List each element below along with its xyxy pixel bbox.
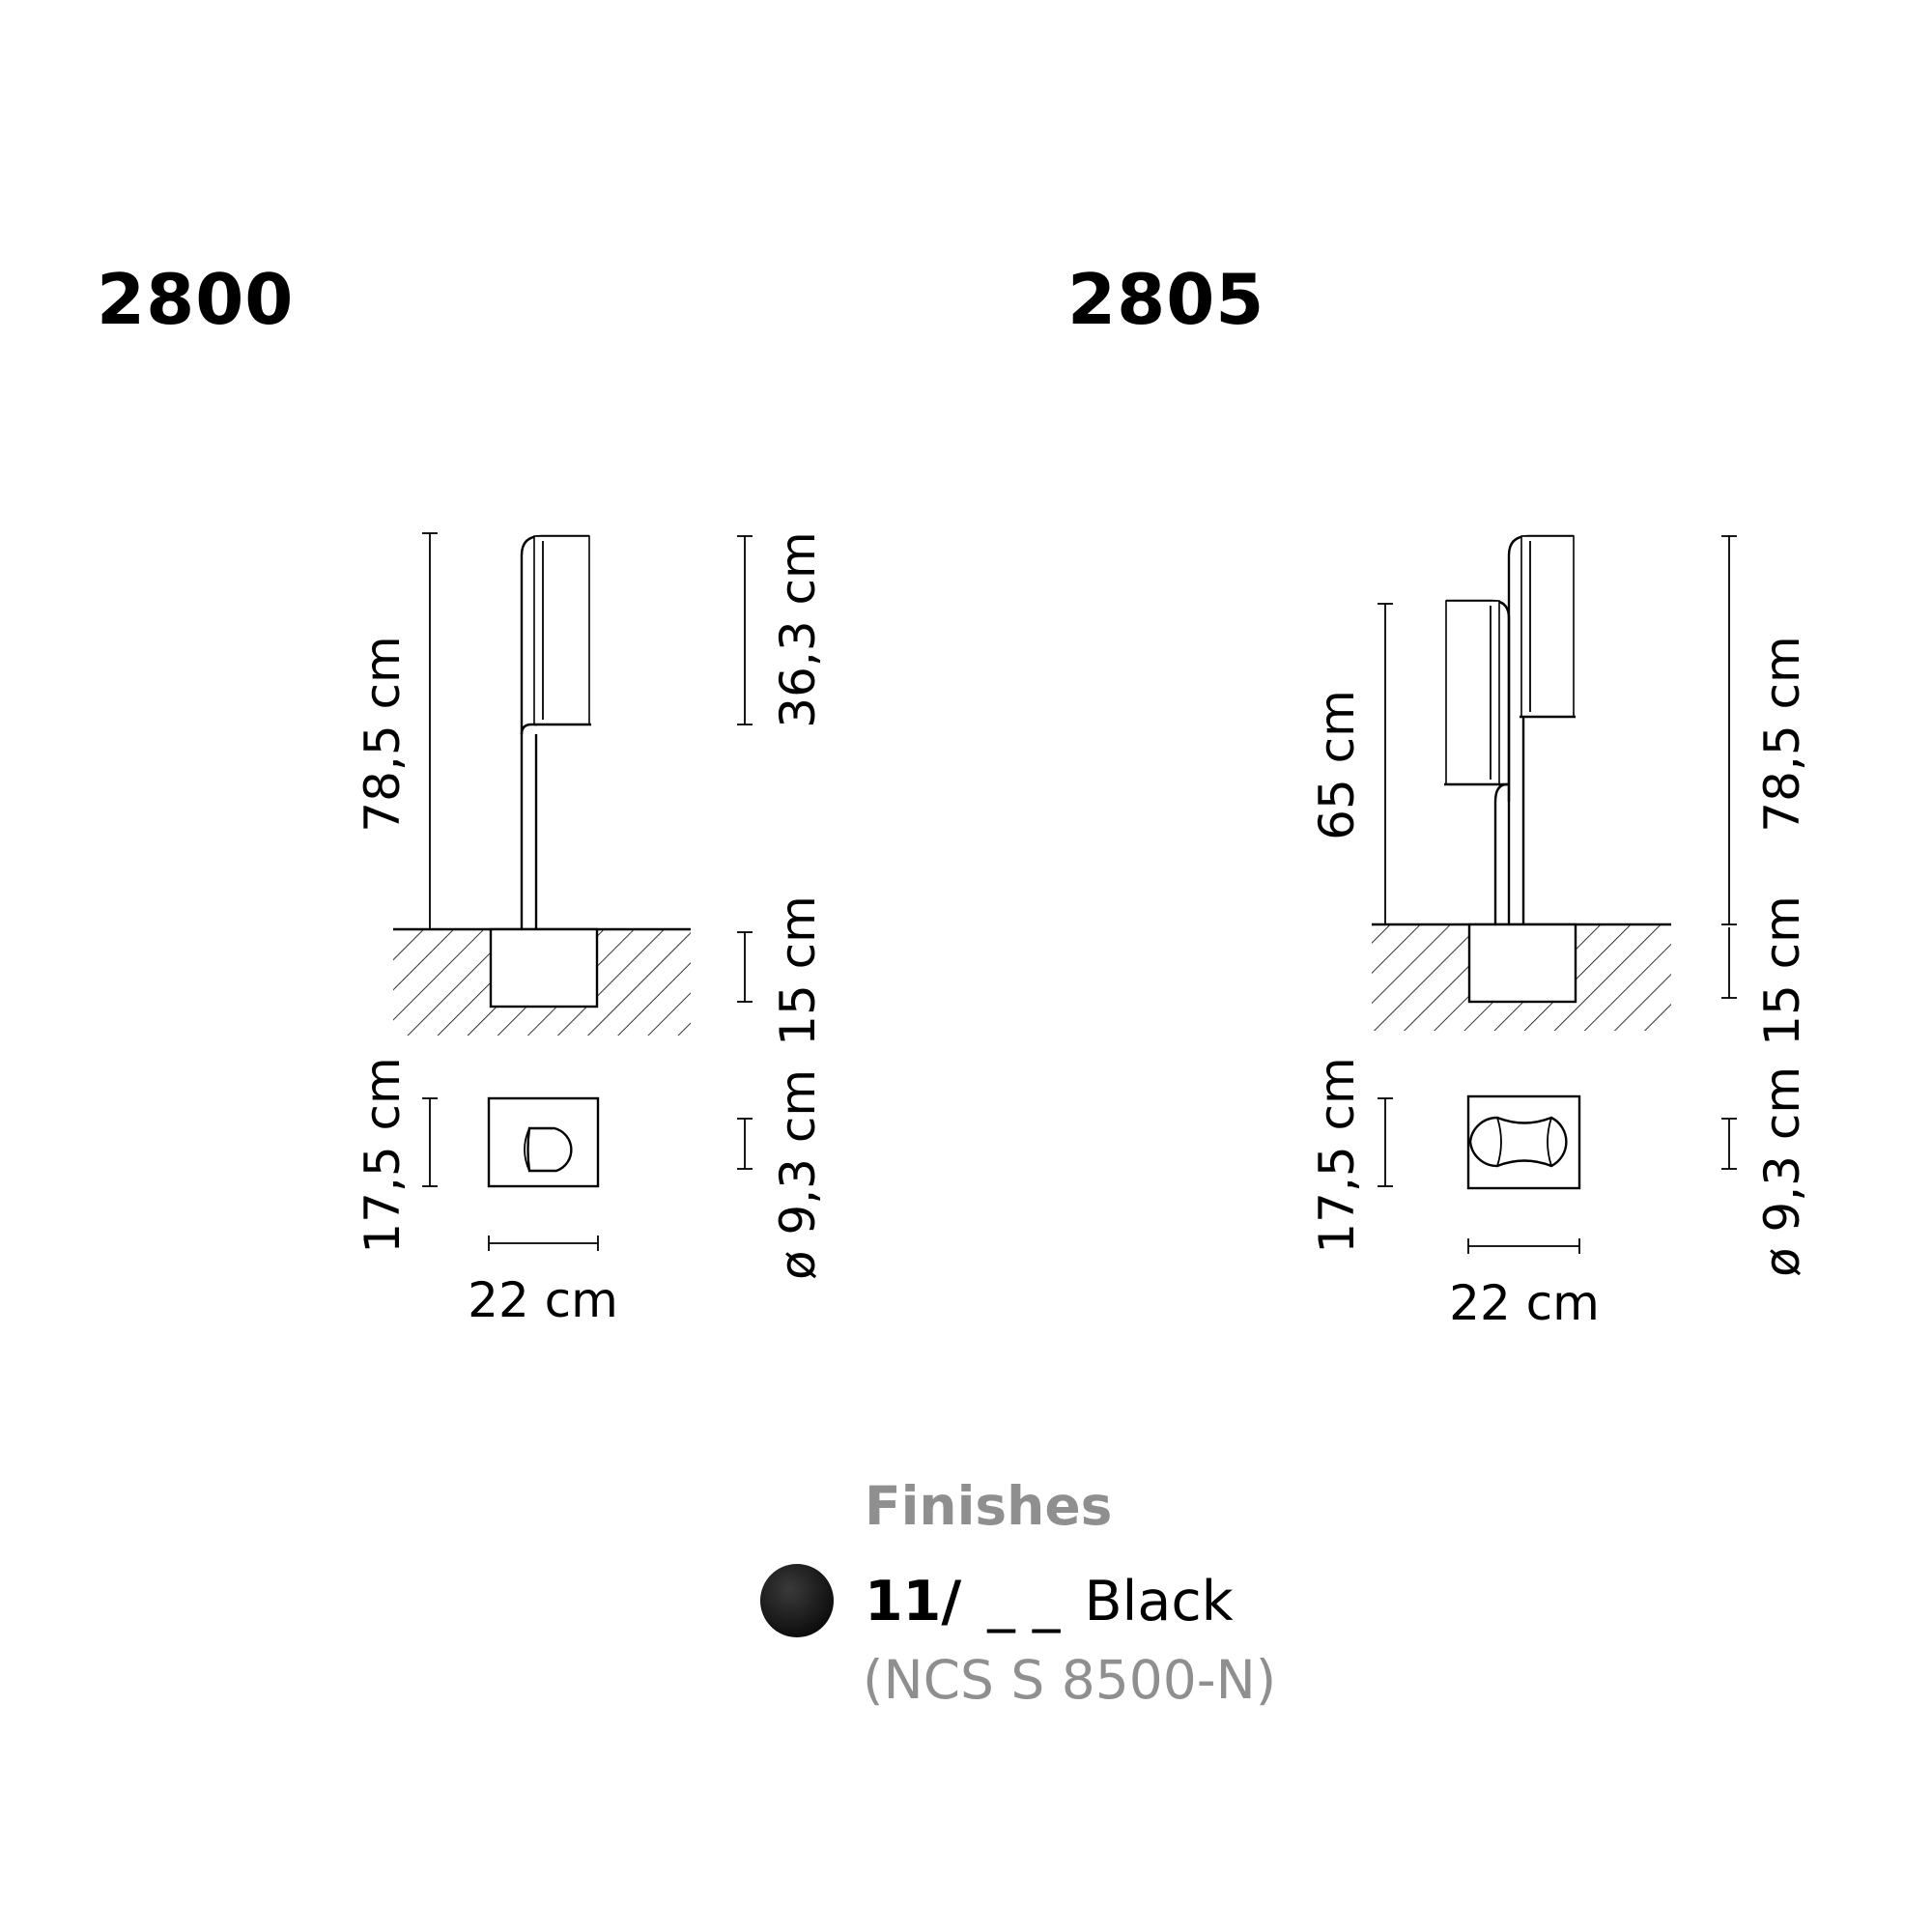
black-swatch-icon [760,1564,834,1637]
dim-line-base-depth-2800 [737,931,753,1003]
dim-base-top-width-label-2805: 22 cm [1449,1275,1600,1331]
dim-line-height-2800 [422,532,438,930]
dim-height-label-2800: 78,5 cm [355,636,411,832]
lamp-drawing-2800 [520,534,591,929]
dim-line-shade-2800 [737,535,753,725]
dim-line-base-top-width-2800 [488,1236,599,1251]
dim-line-height-short-2805 [1378,603,1393,925]
dim-line-base-top-width-2805 [1467,1238,1580,1254]
model-2805: 2805 65 cm [1067,259,1810,1331]
base-top-view-2800 [487,1096,600,1188]
finish-ncs: (NCS S 8500-N) [863,1649,1276,1711]
dim-height-label-2805: 78,5 cm [1754,636,1810,832]
dim-line-hole-diameter-2800 [737,1118,753,1170]
dim-shade-label-2800: 36,3 cm [770,531,826,727]
model-2800: 2800 78,5 cm 36, [97,259,826,1328]
dim-line-base-depth-2805 [1721,927,1737,999]
dim-base-top-height-label-2800: 17,5 cm [355,1057,411,1253]
dim-line-hole-diameter-2805 [1721,1118,1737,1170]
dim-height-short-label-2805: 65 cm [1309,690,1365,840]
dim-hole-diameter-label-2800: ø 9,3 cm [770,1069,826,1280]
base-top-view-2805 [1466,1094,1581,1190]
dim-base-top-height-label-2805: 17,5 cm [1309,1057,1365,1253]
finish-blanks: _ _ [986,1570,1062,1634]
finish-code: 11/ [865,1570,961,1634]
dim-hole-diameter-label-2805: ø 9,3 cm [1754,1066,1810,1277]
finishes-section: Finishes 11/ _ _ Black (NCS S 8500-N) [760,1475,1276,1711]
finish-name: Black [1084,1570,1233,1634]
dim-line-height-2805 [1721,535,1737,925]
lamp-drawing-2805 [1444,534,1576,924]
dim-line-base-top-height-2805 [1378,1097,1393,1187]
model-title-2805: 2805 [1067,259,1264,340]
model-title-2800: 2800 [97,259,294,340]
dim-base-top-width-label-2800: 22 cm [468,1272,618,1328]
dim-base-depth-label-2800: 15 cm [770,895,826,1046]
dim-base-depth-label-2805: 15 cm [1754,895,1810,1046]
finishes-title: Finishes [865,1475,1112,1537]
dim-line-base-top-height-2800 [422,1097,438,1187]
ground-section-2805 [1372,923,1671,1031]
finish-item-black: 11/ _ _ Black [865,1570,1234,1634]
ground-section-2800 [393,927,691,1036]
